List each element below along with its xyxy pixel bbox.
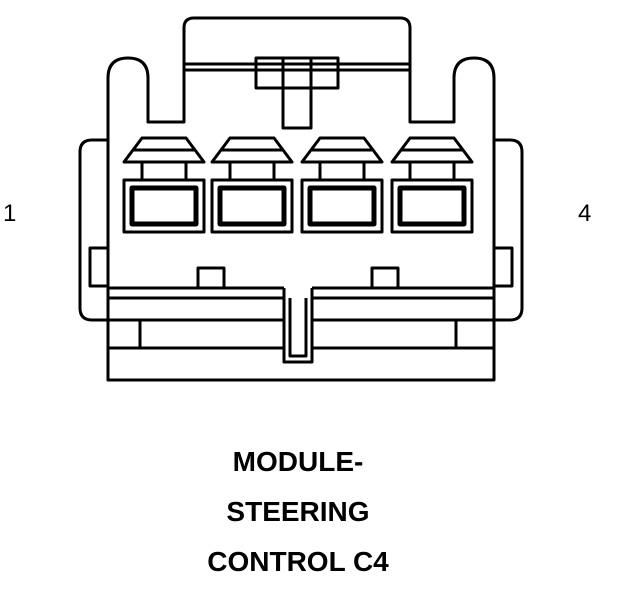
pin-1-label: 1 xyxy=(3,200,17,227)
terminal-cavity-4 xyxy=(390,136,474,234)
terminal-top xyxy=(390,136,474,164)
terminal-top xyxy=(210,136,294,164)
caption-line-3: CONTROL C4 xyxy=(207,546,389,577)
bottom-key-slot xyxy=(282,288,314,364)
cavity-outer xyxy=(122,178,206,234)
terminal-post xyxy=(318,162,366,180)
left-key xyxy=(196,266,226,290)
terminal-top xyxy=(122,136,206,164)
terminal-post xyxy=(140,162,188,180)
caption-line-1: MODULE- xyxy=(232,446,364,477)
connector-left-wing xyxy=(78,138,108,322)
terminal-cavity-3 xyxy=(300,136,384,234)
cavity-inner xyxy=(217,185,287,227)
cavity-outer xyxy=(210,178,294,234)
connector-top-tab xyxy=(182,16,412,70)
terminal-post xyxy=(228,162,276,180)
connector-skirt xyxy=(106,298,496,382)
terminal-cavity-2 xyxy=(210,136,294,234)
pin-4-label: 4 xyxy=(578,200,592,227)
terminal-post xyxy=(408,162,456,180)
connector-latch-stem xyxy=(281,56,313,130)
bottom-key-slot-inner xyxy=(288,298,308,358)
cavity-inner xyxy=(129,185,199,227)
terminal-top xyxy=(300,136,384,164)
right-lock-block xyxy=(492,246,514,288)
cavity-inner xyxy=(397,185,467,227)
cavity-outer xyxy=(300,178,384,234)
connector-body xyxy=(106,56,496,298)
terminal-cavity-1 xyxy=(122,136,206,234)
left-lock-block xyxy=(88,246,110,288)
cavity-outer xyxy=(390,178,474,234)
right-key xyxy=(370,266,400,290)
connector-right-wing xyxy=(494,138,524,322)
caption-line-2: STEERING xyxy=(226,496,370,527)
cavity-inner xyxy=(307,185,377,227)
connector-diagram xyxy=(78,16,524,382)
